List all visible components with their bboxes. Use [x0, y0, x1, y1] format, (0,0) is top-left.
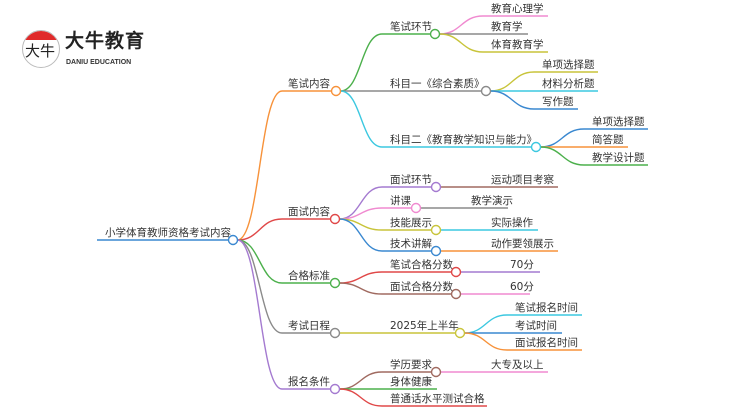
- collapse-toggle-icon[interactable]: [329, 213, 341, 225]
- topic-label[interactable]: 大专及以上: [491, 358, 544, 371]
- mindmap-edge: [339, 186, 432, 220]
- topic-label[interactable]: 技术讲解: [390, 237, 432, 250]
- topic-label[interactable]: 运动项目考察: [491, 173, 554, 186]
- collapse-toggle-icon[interactable]: [450, 266, 462, 278]
- topic-label[interactable]: 面试环节: [390, 174, 432, 186]
- topic-label[interactable]: 简答题: [592, 133, 624, 146]
- mindmap-edge: [339, 282, 452, 295]
- mindmap-edge: [237, 239, 331, 334]
- collapse-toggle-icon[interactable]: [429, 28, 441, 40]
- topic-label[interactable]: 动作要领展示: [491, 237, 554, 250]
- topic-label[interactable]: 笔试合格分数: [390, 258, 453, 271]
- root-topic[interactable]: 小学体育教师资格考试内容: [105, 226, 231, 239]
- mindmap-edge: [340, 90, 532, 148]
- collapse-toggle-icon[interactable]: [329, 277, 341, 289]
- mindmap-edge: [237, 90, 332, 241]
- topic-label[interactable]: 教学设计题: [592, 151, 645, 164]
- mindmap-edge: [339, 207, 412, 220]
- mindmap-edge: [237, 239, 331, 284]
- collapse-toggle-icon[interactable]: [430, 224, 442, 236]
- collapse-toggle-icon[interactable]: [329, 383, 341, 395]
- topic-label[interactable]: 讲课: [390, 194, 411, 207]
- collapse-toggle-icon[interactable]: [227, 234, 239, 246]
- mindmap-edge: [237, 218, 331, 241]
- topic-label[interactable]: 科目一《综合素质》: [390, 77, 485, 90]
- mindmap-edge: [464, 332, 582, 351]
- collapse-toggle-icon[interactable]: [330, 85, 342, 97]
- logo-mark-text: 大牛: [25, 42, 56, 60]
- topic-label[interactable]: 身体健康: [390, 375, 432, 388]
- topic-label[interactable]: 单项选择题: [592, 115, 645, 128]
- collapse-toggle-icon[interactable]: [430, 245, 442, 257]
- topic-label[interactable]: 笔试报名时间: [515, 301, 578, 314]
- collapse-toggle-icon[interactable]: [530, 141, 542, 153]
- collapse-toggle-icon[interactable]: [329, 327, 341, 339]
- mindmap-edge: [339, 271, 452, 284]
- collapse-toggle-icon[interactable]: [430, 181, 442, 193]
- collapse-toggle-icon[interactable]: [454, 327, 466, 339]
- topic-label[interactable]: 写作题: [542, 96, 574, 108]
- topic-label[interactable]: 笔试环节: [390, 20, 432, 33]
- logo-mark-icon: 大牛: [22, 30, 60, 68]
- topic-label[interactable]: 面试合格分数: [390, 280, 453, 293]
- topic-label[interactable]: 面试报名时间: [515, 336, 578, 349]
- topic-label[interactable]: 考试时间: [515, 319, 557, 332]
- topic-label[interactable]: 技能展示: [390, 216, 432, 229]
- logo-subtitle: DANIU EDUCATION: [66, 59, 132, 66]
- topic-label[interactable]: 材料分析题: [542, 77, 595, 90]
- mindmap-edge: [490, 90, 578, 110]
- mindmap-edge: [439, 33, 548, 53]
- topic-label[interactable]: 体育教育学: [491, 38, 544, 51]
- mindmap-edge: [339, 218, 432, 252]
- topic-label[interactable]: 面试内容: [288, 205, 330, 218]
- collapse-toggle-icon[interactable]: [410, 202, 422, 214]
- mindmap-edge: [339, 388, 487, 407]
- collapse-toggle-icon[interactable]: [430, 366, 442, 378]
- topic-label[interactable]: 笔试内容: [288, 77, 330, 90]
- topic-label[interactable]: 学历要求: [390, 358, 432, 371]
- topic-label[interactable]: 报名条件: [288, 375, 330, 388]
- topic-label[interactable]: 单项选择题: [542, 58, 595, 71]
- topic-label[interactable]: 科目二《教育教学知识与能力》: [390, 133, 537, 146]
- topic-label[interactable]: 合格标准: [288, 269, 330, 282]
- topic-label[interactable]: 60分: [510, 281, 534, 293]
- topic-label[interactable]: 教育学: [491, 20, 523, 33]
- topic-label[interactable]: 普通话水平测试合格: [390, 392, 485, 405]
- topic-label[interactable]: 70分: [510, 259, 534, 271]
- mindmap-edge: [340, 33, 431, 92]
- collapse-toggle-icon[interactable]: [480, 85, 492, 97]
- topic-label[interactable]: 教学演示: [471, 194, 513, 207]
- mindmap-edge: [540, 146, 648, 166]
- topic-label[interactable]: 实际操作: [491, 216, 533, 229]
- topic-label[interactable]: 教育心理学: [491, 2, 544, 15]
- collapse-toggle-icon[interactable]: [450, 288, 462, 300]
- topic-label[interactable]: 2025年上半年: [390, 319, 459, 332]
- mindmap-edge: [237, 239, 331, 390]
- brand-logo: 大牛 大牛教育 DANIU EDUCATION: [22, 28, 172, 74]
- topic-label[interactable]: 考试日程: [288, 320, 330, 332]
- logo-name: 大牛教育: [65, 30, 146, 52]
